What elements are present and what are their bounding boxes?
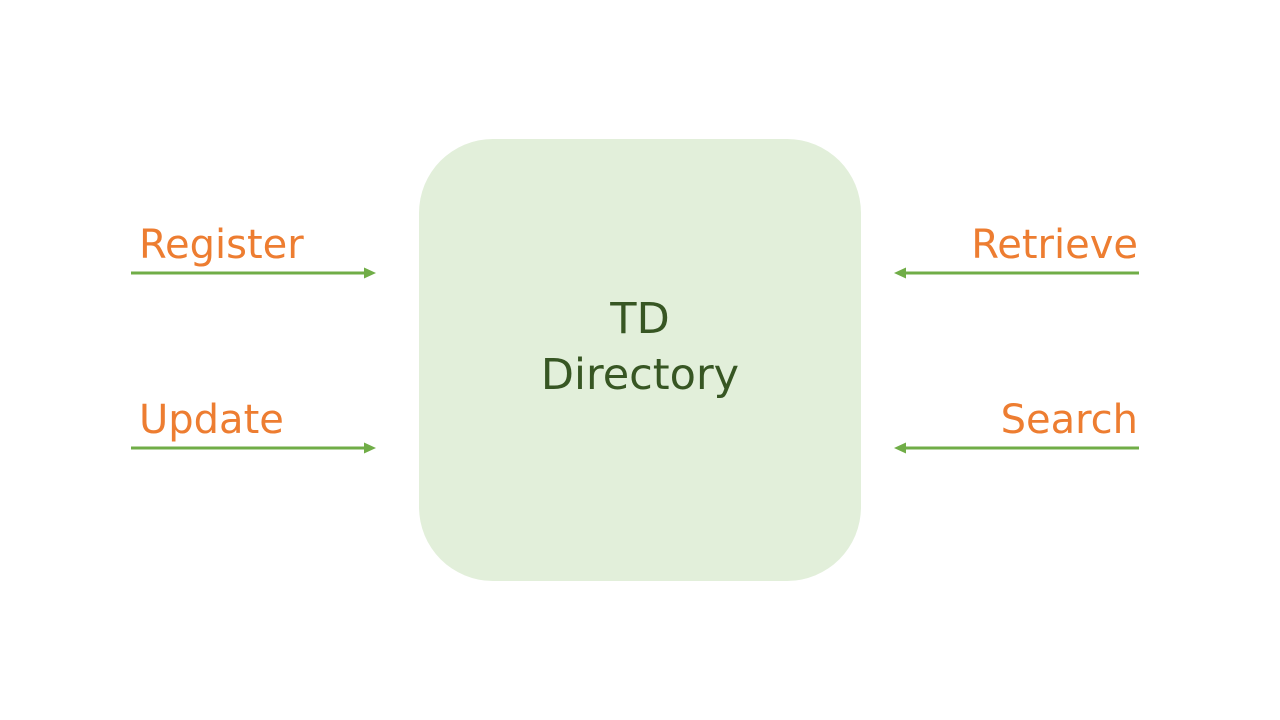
retrieve-label: Retrieve	[971, 222, 1138, 268]
td-directory-title-line1: TD	[610, 294, 670, 344]
retrieve-arrow	[894, 267, 1139, 279]
update-arrow	[131, 442, 376, 454]
register-arrow	[131, 267, 376, 279]
update-label: Update	[139, 397, 284, 443]
search-label: Search	[1000, 397, 1138, 443]
search-arrow	[894, 442, 1139, 454]
td-directory-box: TD Directory	[419, 139, 861, 581]
td-directory-title-line2: Directory	[540, 350, 740, 400]
register-label: Register	[139, 222, 304, 268]
td-directory-title: TD Directory	[541, 291, 739, 403]
